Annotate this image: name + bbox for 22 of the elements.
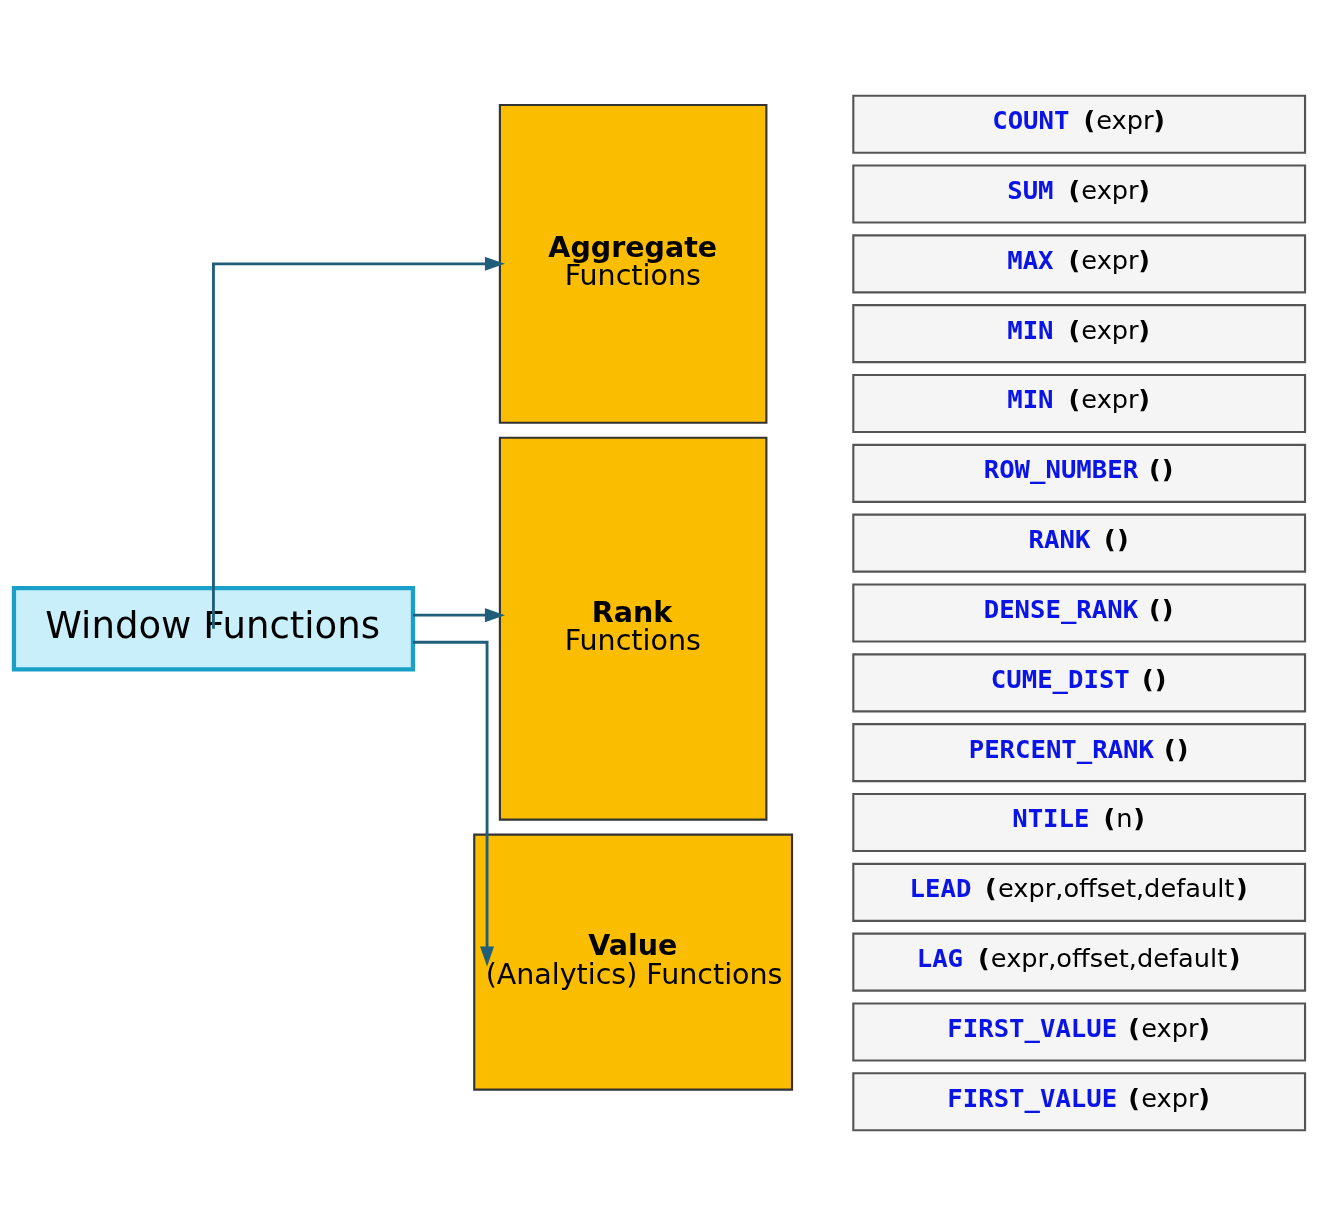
node-box: FIRST_VALUE (expr) (852, 1001, 1307, 1062)
arrow (412, 640, 495, 966)
node-box: RANK () (852, 513, 1307, 573)
node-box: SUM (expr) (852, 163, 1307, 224)
node-box: PERCENT_RANK () (852, 722, 1307, 782)
node-box: MAX (expr) (852, 233, 1307, 293)
node-box: MIN (expr) (852, 373, 1307, 433)
node-box: CUME_DIST () (852, 652, 1307, 712)
node-box: ROW_NUMBER () (852, 443, 1307, 503)
node-box: NTILE (n) (852, 792, 1307, 852)
node-box: COUNT (expr) (852, 94, 1307, 154)
node-box: Value (Analytics) Functions (473, 833, 794, 1091)
node-box: LAG (expr,offset,default) (852, 932, 1307, 992)
node-box: Aggregate Functions (498, 103, 768, 424)
node-box: DENSE_RANK () (852, 582, 1307, 643)
node-box: MIN (expr) (852, 303, 1307, 363)
node-box: Rank Functions (498, 436, 768, 821)
node-box: Window Functions (11, 585, 416, 671)
node-box: FIRST_VALUE (expr) (852, 1071, 1307, 1131)
arrow (212, 256, 505, 629)
node-box: LEAD (expr,offset,default) (852, 862, 1307, 922)
arrow (412, 607, 505, 622)
